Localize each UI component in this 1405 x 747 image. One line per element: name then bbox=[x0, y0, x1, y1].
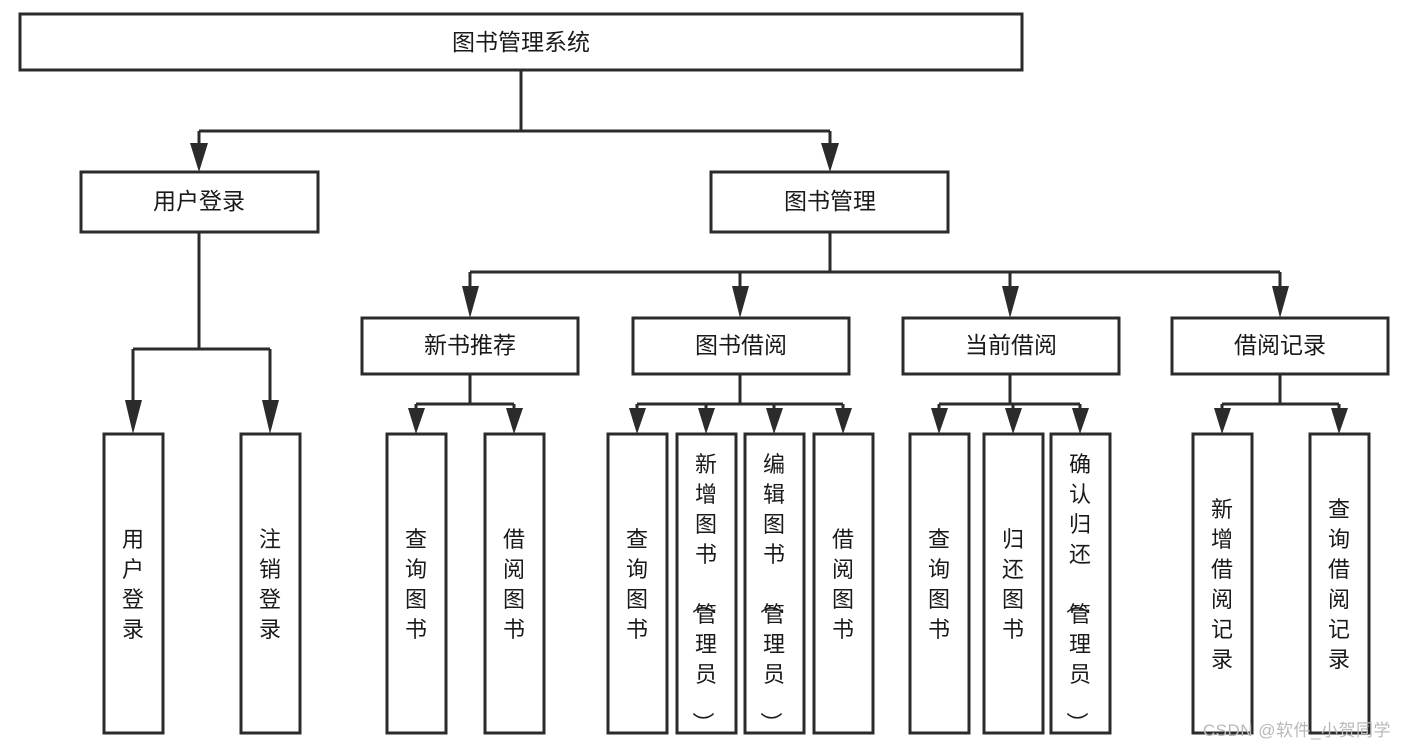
arrow-bookmgmt-to-book-borrow bbox=[732, 286, 749, 318]
leaf-add-book-label: 新增图书（管理员） bbox=[690, 452, 717, 734]
arrow-bookborrow-leaf-4 bbox=[835, 408, 852, 434]
leaf-borrow-book-2-label: 借阅图书 bbox=[832, 527, 854, 642]
leaf-borrow-book-1-box bbox=[483, 432, 546, 735]
node-root[interactable]: 图书管理系统 bbox=[18, 12, 1024, 72]
node-book-management-box bbox=[709, 170, 950, 234]
leaf-confirm-return[interactable]: 确认归还（管理员） bbox=[1049, 432, 1112, 735]
leaf-query-book-1[interactable]: 查询图书 bbox=[385, 432, 448, 735]
leaf-borrow-book-1-label: 借阅图书 bbox=[503, 527, 525, 642]
arrow-root-to-book-management bbox=[821, 143, 839, 172]
arrow-user-login-leaf-2 bbox=[262, 400, 279, 434]
leaf-query-book-1-box bbox=[385, 432, 448, 735]
leaf-query-book-3-box bbox=[908, 432, 971, 735]
arrow-root-to-user-login bbox=[190, 143, 208, 172]
node-book-borrow-box bbox=[631, 316, 851, 376]
node-current-borrow-label: 当前借阅 bbox=[965, 332, 1057, 358]
leaf-confirm-return-box bbox=[1049, 432, 1112, 735]
leaf-add-record[interactable]: 新增借阅记录 bbox=[1191, 432, 1254, 735]
leaf-query-record-label: 查询借阅记录 bbox=[1328, 497, 1350, 672]
leaf-borrow-book-2-box bbox=[812, 432, 875, 735]
leaf-return-book-box bbox=[982, 432, 1045, 735]
arrow-bookmgmt-to-borrow-record bbox=[1272, 286, 1289, 318]
leaf-query-book-3-label: 查询图书 bbox=[928, 527, 950, 642]
leaf-confirm-return-label: 确认归还（管理员） bbox=[1064, 452, 1091, 734]
arrow-bookmgmt-to-current-borrow bbox=[1002, 286, 1019, 318]
leaf-user-logout[interactable]: 注销登录 bbox=[239, 432, 302, 735]
node-current-borrow[interactable]: 当前借阅 bbox=[901, 316, 1121, 376]
leaf-user-login-box bbox=[102, 432, 165, 735]
node-user-login-box bbox=[79, 170, 320, 234]
arrow-bookborrow-leaf-2 bbox=[698, 408, 715, 434]
leaf-return-book-label: 归还图书 bbox=[1002, 527, 1024, 642]
arrow-bookmgmt-to-new-book-recommend bbox=[462, 286, 479, 318]
leaf-add-record-label: 新增借阅记录 bbox=[1211, 497, 1233, 672]
node-book-borrow-label: 图书借阅 bbox=[695, 332, 787, 358]
leaf-query-book-2-box bbox=[606, 432, 669, 735]
leaf-query-book-3[interactable]: 查询图书 bbox=[908, 432, 971, 735]
leaf-user-login[interactable]: 用户登录 bbox=[102, 432, 165, 735]
node-borrow-record-box bbox=[1170, 316, 1390, 376]
leaf-query-record-box bbox=[1308, 432, 1371, 735]
leaf-add-record-box bbox=[1191, 432, 1254, 735]
csdn-watermark: CSDN @软件_小贺同学 bbox=[1202, 721, 1391, 740]
arrow-recommend-leaf-2 bbox=[506, 408, 523, 434]
leaf-query-book-2[interactable]: 查询图书 bbox=[606, 432, 669, 735]
node-current-borrow-box bbox=[901, 316, 1121, 376]
node-root-label: 图书管理系统 bbox=[452, 29, 590, 55]
leaf-edit-book-box bbox=[743, 432, 806, 735]
leaf-user-logout-box bbox=[239, 432, 302, 735]
arrow-borrowrecord-leaf-2 bbox=[1331, 408, 1348, 434]
node-book-management[interactable]: 图书管理 bbox=[709, 170, 950, 234]
node-book-management-label: 图书管理 bbox=[784, 188, 876, 214]
leaf-query-record[interactable]: 查询借阅记录 bbox=[1308, 432, 1371, 735]
leaf-add-book[interactable]: 新增图书（管理员） bbox=[675, 432, 738, 735]
node-new-book-recommend-box bbox=[360, 316, 580, 376]
leaf-user-logout-label: 注销登录 bbox=[259, 527, 281, 642]
arrow-user-login-leaf-1 bbox=[125, 400, 142, 434]
leaf-return-book[interactable]: 归还图书 bbox=[982, 432, 1045, 735]
node-new-book-recommend-label: 新书推荐 bbox=[424, 332, 516, 358]
leaf-add-book-box bbox=[675, 432, 738, 735]
node-borrow-record[interactable]: 借阅记录 bbox=[1170, 316, 1390, 376]
leaf-edit-book-label: 编辑图书（管理员） bbox=[758, 452, 785, 734]
node-book-borrow[interactable]: 图书借阅 bbox=[631, 316, 851, 376]
leaf-edit-book[interactable]: 编辑图书（管理员） bbox=[743, 432, 806, 735]
arrow-currentborrow-leaf-1 bbox=[931, 408, 948, 434]
arrow-currentborrow-leaf-2 bbox=[1005, 408, 1022, 434]
node-user-login-label: 用户登录 bbox=[153, 188, 245, 214]
arrow-recommend-leaf-1 bbox=[408, 408, 425, 434]
node-user-login[interactable]: 用户登录 bbox=[79, 170, 320, 234]
leaf-query-book-1-label: 查询图书 bbox=[405, 527, 427, 642]
leaf-user-login-label: 用户登录 bbox=[122, 527, 144, 642]
leaf-borrow-book-2[interactable]: 借阅图书 bbox=[812, 432, 875, 735]
connector-layer bbox=[125, 70, 1348, 434]
arrow-borrowrecord-leaf-1 bbox=[1214, 408, 1231, 434]
node-borrow-record-label: 借阅记录 bbox=[1234, 332, 1326, 358]
leaf-query-book-2-label: 查询图书 bbox=[626, 527, 648, 642]
node-root-box bbox=[18, 12, 1024, 72]
leaf-borrow-book-1[interactable]: 借阅图书 bbox=[483, 432, 546, 735]
arrow-currentborrow-leaf-3 bbox=[1072, 408, 1089, 434]
node-new-book-recommend[interactable]: 新书推荐 bbox=[360, 316, 580, 376]
arrow-bookborrow-leaf-1 bbox=[629, 408, 646, 434]
arrow-bookborrow-leaf-3 bbox=[766, 408, 783, 434]
